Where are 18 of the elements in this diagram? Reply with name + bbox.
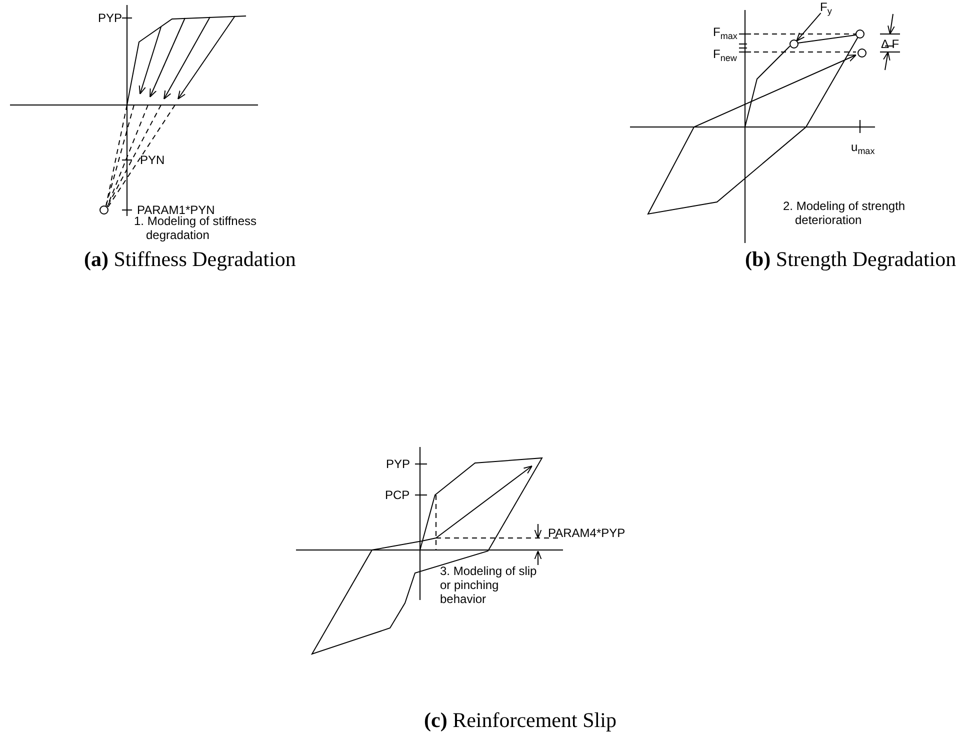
axis-label: PARAM4*PYP <box>548 526 626 540</box>
axis-label: F$_{new}$ <box>713 47 737 61</box>
axis-label: PYP <box>98 11 122 25</box>
panel-title: (c) Reinforcement Slip <box>424 708 616 732</box>
axis-label: F$_{max}$ <box>713 25 738 39</box>
axis-label: PARAM1*PYN <box>137 203 215 217</box>
axis-label: u$_{max}$ <box>851 140 875 154</box>
panel-title: (a) Stiffness Degradation <box>84 247 296 271</box>
axis-label: PYP <box>386 457 410 471</box>
caption: 2. Modeling of strength deterioration <box>783 199 906 227</box>
caption: 3. Modeling of slip or pinching behavior <box>440 564 538 606</box>
panel-title: (b) Strength Degradation <box>745 247 956 271</box>
caption: 1. Modeling of stiffness degradation <box>134 214 258 242</box>
axis-label: PYN <box>140 153 165 167</box>
axis-label: F$_{y}$ <box>820 0 832 14</box>
point-marker <box>790 40 798 48</box>
axis-label: PCP <box>385 488 410 502</box>
leader-line <box>796 12 822 42</box>
